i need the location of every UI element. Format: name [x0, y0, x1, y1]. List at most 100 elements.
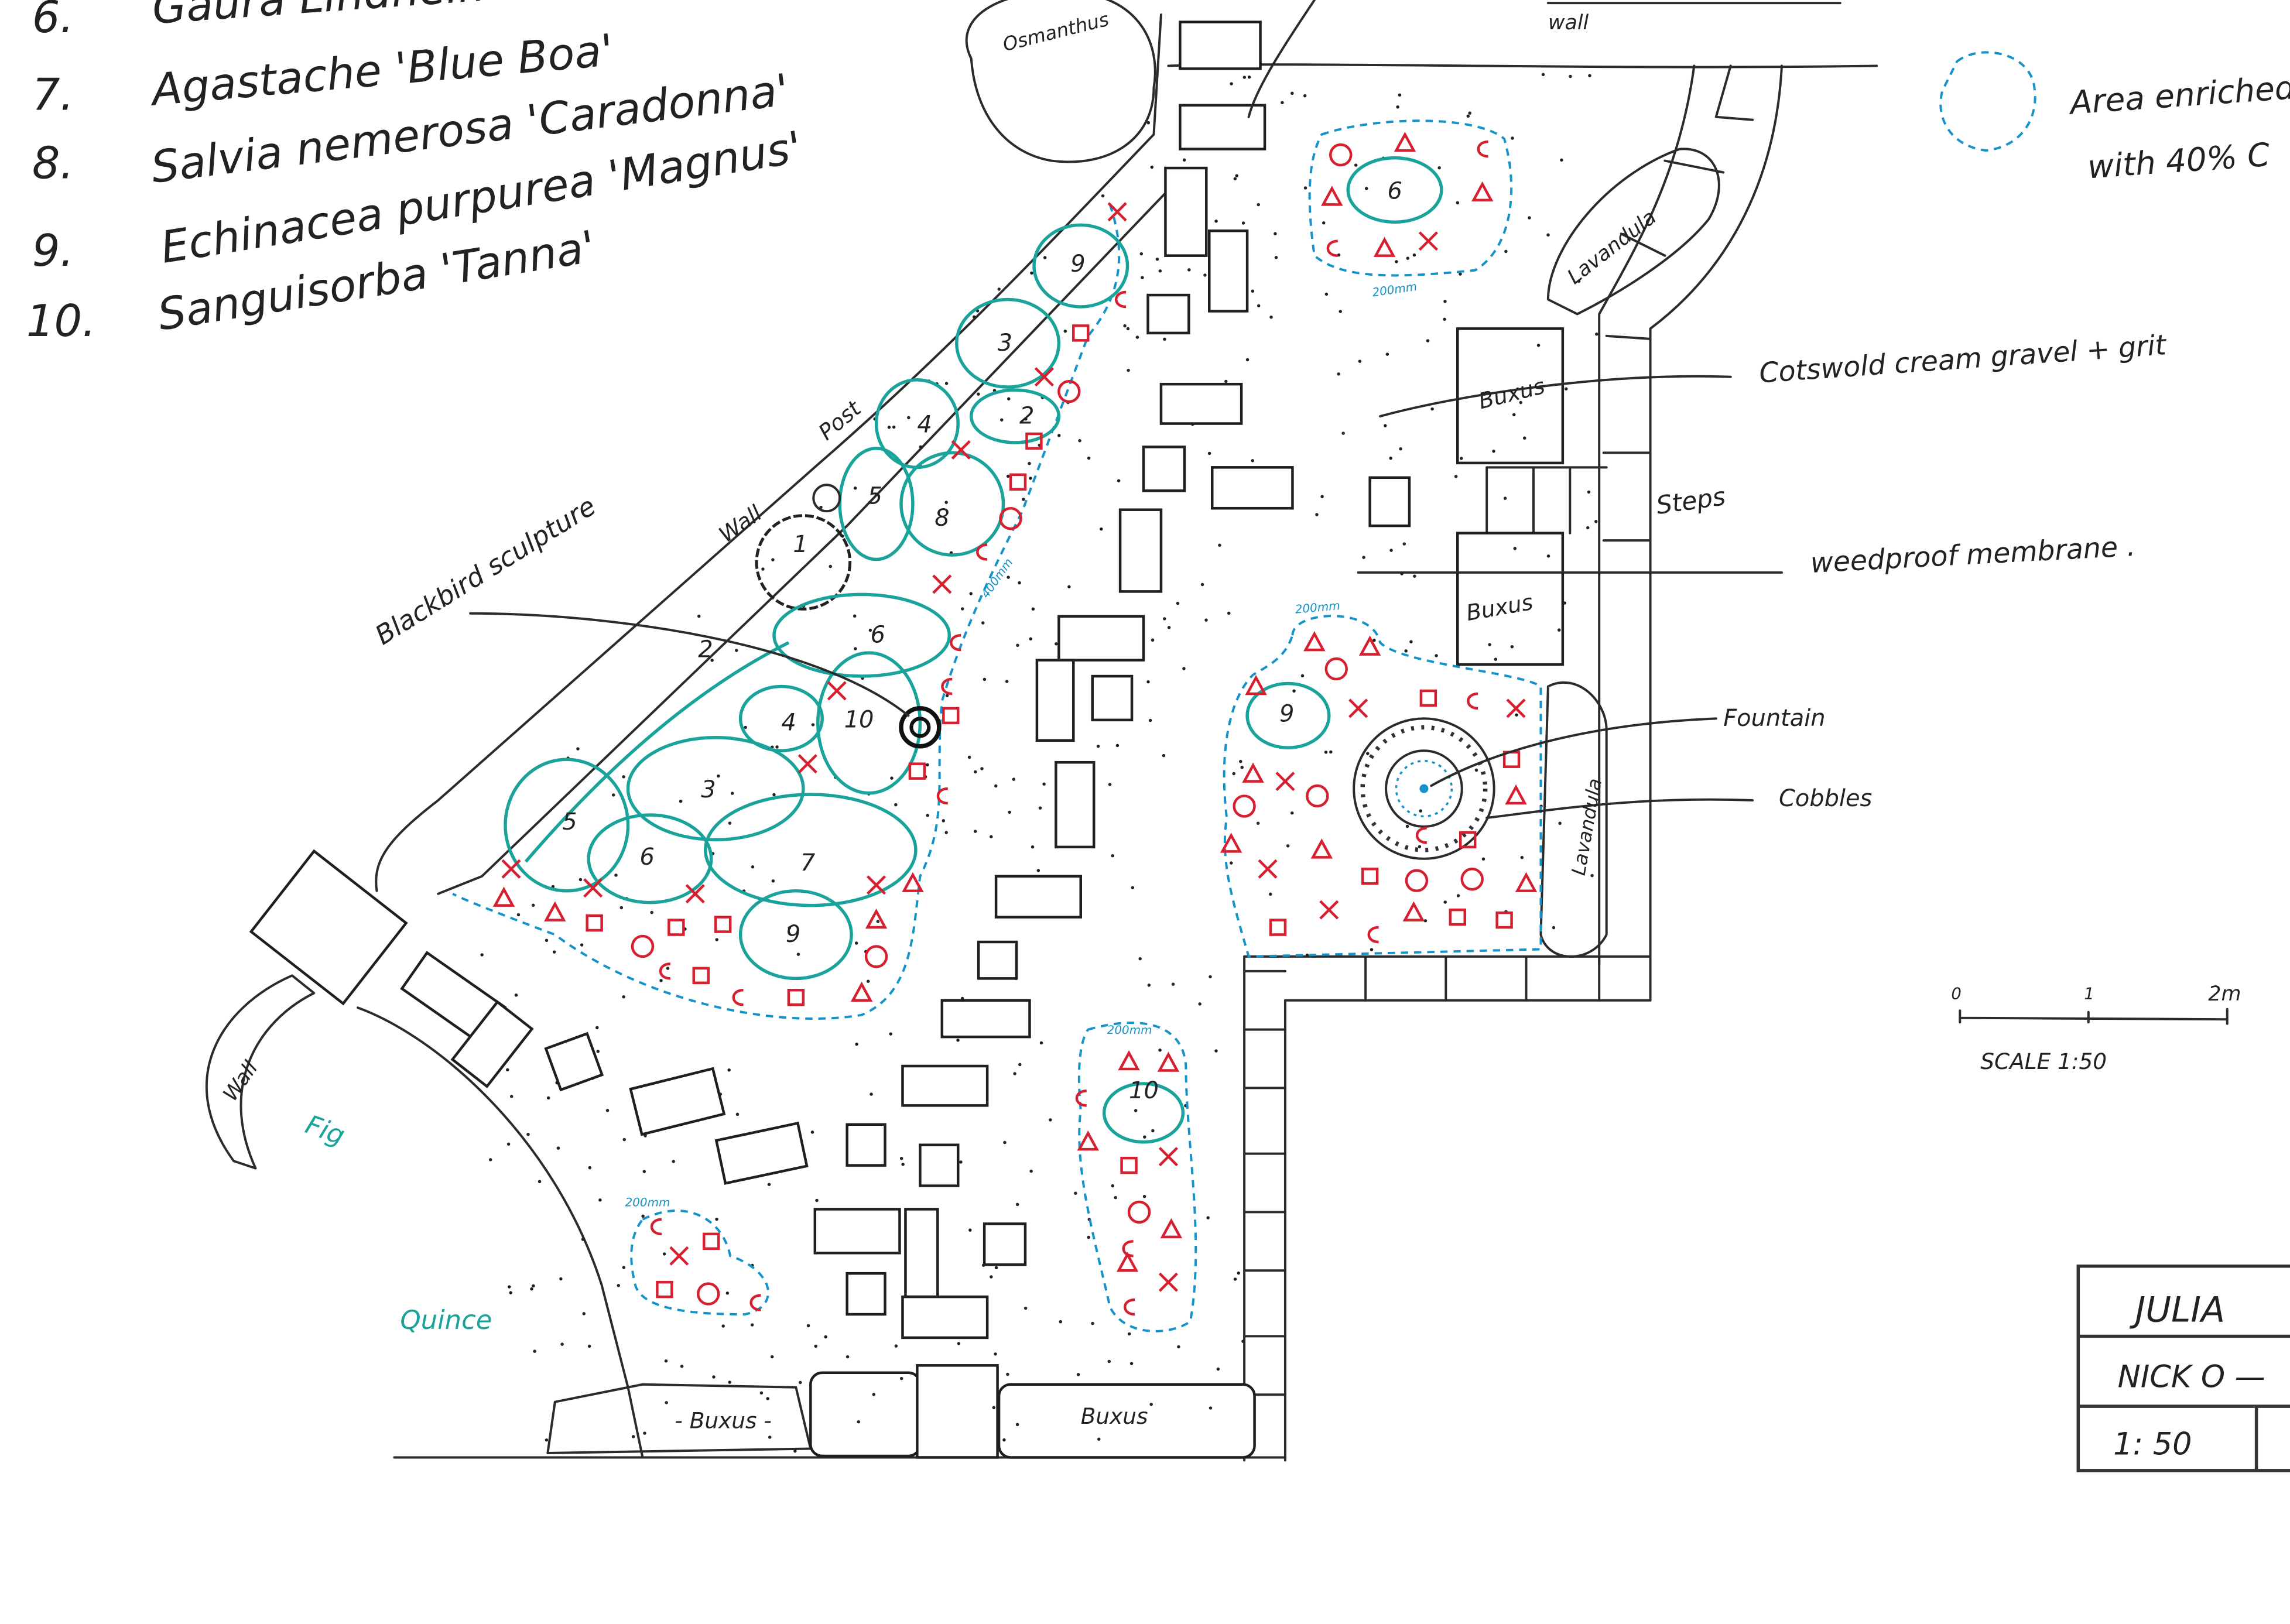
gravel-dot — [1291, 91, 1294, 95]
gravel-dot — [1018, 581, 1021, 585]
bed-number: 7 — [800, 849, 816, 876]
gravel-dot — [810, 1130, 814, 1134]
gravel-dot — [1091, 1321, 1094, 1325]
plant-num: 10. — [26, 296, 96, 347]
gravel-dot — [969, 592, 973, 595]
gravel-dot — [1402, 542, 1406, 546]
gravel-dot — [1167, 626, 1171, 629]
gravel-dot — [1341, 431, 1345, 435]
gravel-dot — [994, 1266, 998, 1270]
gravel-dot — [1541, 73, 1545, 77]
gravel-dot — [772, 793, 776, 797]
gravel-dot — [894, 1344, 898, 1348]
gravel-dot — [829, 564, 833, 568]
gravel-dot — [1100, 527, 1103, 531]
title-designer: NICK O — — [2118, 1359, 2265, 1395]
gravel-dot — [1028, 461, 1031, 465]
gravel-dot — [1097, 1437, 1101, 1441]
crescent-bulb-symbol — [1477, 140, 1488, 158]
triangle-bulb-symbol — [1077, 1130, 1099, 1151]
gravel-dot — [1528, 216, 1531, 220]
gravel-dot — [907, 416, 910, 420]
triangle-bulb-symbol — [1310, 838, 1333, 859]
gravel-dot — [727, 1068, 731, 1072]
square-bulb-symbol — [1120, 1156, 1138, 1174]
label-osmanthus: Osmanthus — [1001, 8, 1111, 56]
label-membrane: weedproof membrane . — [1810, 530, 2137, 580]
crescent-bulb-symbol — [651, 1218, 662, 1236]
triangle-bulb-symbol — [1394, 131, 1416, 152]
gravel-dot — [973, 830, 977, 833]
label-cobbles: Cobbles — [1779, 785, 1872, 812]
osmanthus-shrub — [965, 0, 1156, 163]
triangle-bulb-symbol — [1160, 1218, 1183, 1239]
gravel-dot — [1405, 824, 1409, 828]
gravel-dot — [1134, 1109, 1138, 1112]
gravel-dot — [815, 1198, 819, 1202]
gravel-dot — [1303, 186, 1307, 190]
gravel-dot — [1006, 1372, 1009, 1376]
cross-bulb-symbol — [932, 574, 952, 594]
crescent-bulb-symbol — [659, 962, 671, 980]
gravel-dot — [679, 799, 683, 803]
gravel-dot — [944, 831, 948, 834]
label-buxus: - Buxus - — [675, 1408, 771, 1434]
crescent-bulb-symbol — [1367, 926, 1379, 944]
gravel-dot — [1126, 327, 1130, 331]
gravel-dot — [853, 614, 857, 618]
gravel-dot — [1577, 279, 1581, 283]
gravel-dot — [1395, 260, 1398, 263]
bed-number: 5 — [868, 483, 882, 510]
gravel-dot — [622, 995, 625, 999]
depth-label: 200mm — [1107, 1023, 1152, 1037]
gravel-dot — [1337, 372, 1340, 376]
gravel-dot — [1216, 1367, 1220, 1371]
gravel-dot — [1007, 397, 1011, 401]
gravel-dot — [1007, 575, 1010, 579]
square-bulb-symbol — [1459, 831, 1477, 849]
gravel-dot — [959, 1160, 963, 1164]
leader-lines — [469, 0, 1783, 819]
square-bulb-symbol — [1025, 432, 1043, 450]
gravel-dot — [735, 1112, 740, 1116]
gravel-dot — [1563, 601, 1567, 605]
plant-num: 9. — [32, 225, 74, 276]
gravel-dot — [715, 938, 718, 941]
plant-name: Gaura Lindheimeri — [150, 0, 559, 34]
crescent-bulb-symbol — [1467, 692, 1478, 710]
scale-bar: 0 1 2m SCALE 1:50 — [1951, 982, 2241, 1074]
square-bulb-symbol — [787, 989, 805, 1006]
square-bulb-symbol — [656, 1280, 673, 1298]
crescent-bulb-symbol — [950, 633, 961, 652]
gravel-dot — [1141, 276, 1144, 279]
gravel-dot — [680, 1365, 684, 1368]
gravel-dot — [983, 677, 987, 681]
gravel-dot — [1101, 194, 1105, 198]
gravel-stipple — [480, 73, 1598, 1453]
gravel-dot — [1230, 82, 1233, 85]
label-wall-left: Wall — [219, 1057, 263, 1105]
gravel-dot — [1038, 806, 1042, 810]
gravel-dot — [744, 725, 747, 729]
gravel-dot — [1029, 477, 1032, 480]
legend-line-1: Area enriched — [2067, 68, 2290, 122]
gravel-dot — [1488, 643, 1491, 646]
gravel-dot — [1412, 253, 1416, 257]
label-wall-diag: Wall — [714, 500, 767, 548]
gravel-dot — [796, 953, 800, 956]
gravel-dot — [1510, 645, 1514, 649]
gravel-dot — [1281, 101, 1284, 104]
gravel-dot — [872, 1393, 876, 1396]
gravel-dot — [516, 913, 521, 917]
cross-bulb-symbol — [1258, 859, 1278, 879]
gravel-dot — [894, 803, 898, 807]
gravel-dot — [1198, 1002, 1202, 1006]
gravel-dot — [1143, 1135, 1146, 1139]
gravel-dot — [1396, 105, 1399, 109]
depth-label: 200mm — [1295, 598, 1341, 616]
gravel-dot — [619, 906, 624, 910]
gravel-dot — [1151, 638, 1155, 642]
gravel-dot — [981, 621, 985, 625]
gravel-dot — [857, 1420, 861, 1424]
gravel-dot — [926, 763, 929, 767]
